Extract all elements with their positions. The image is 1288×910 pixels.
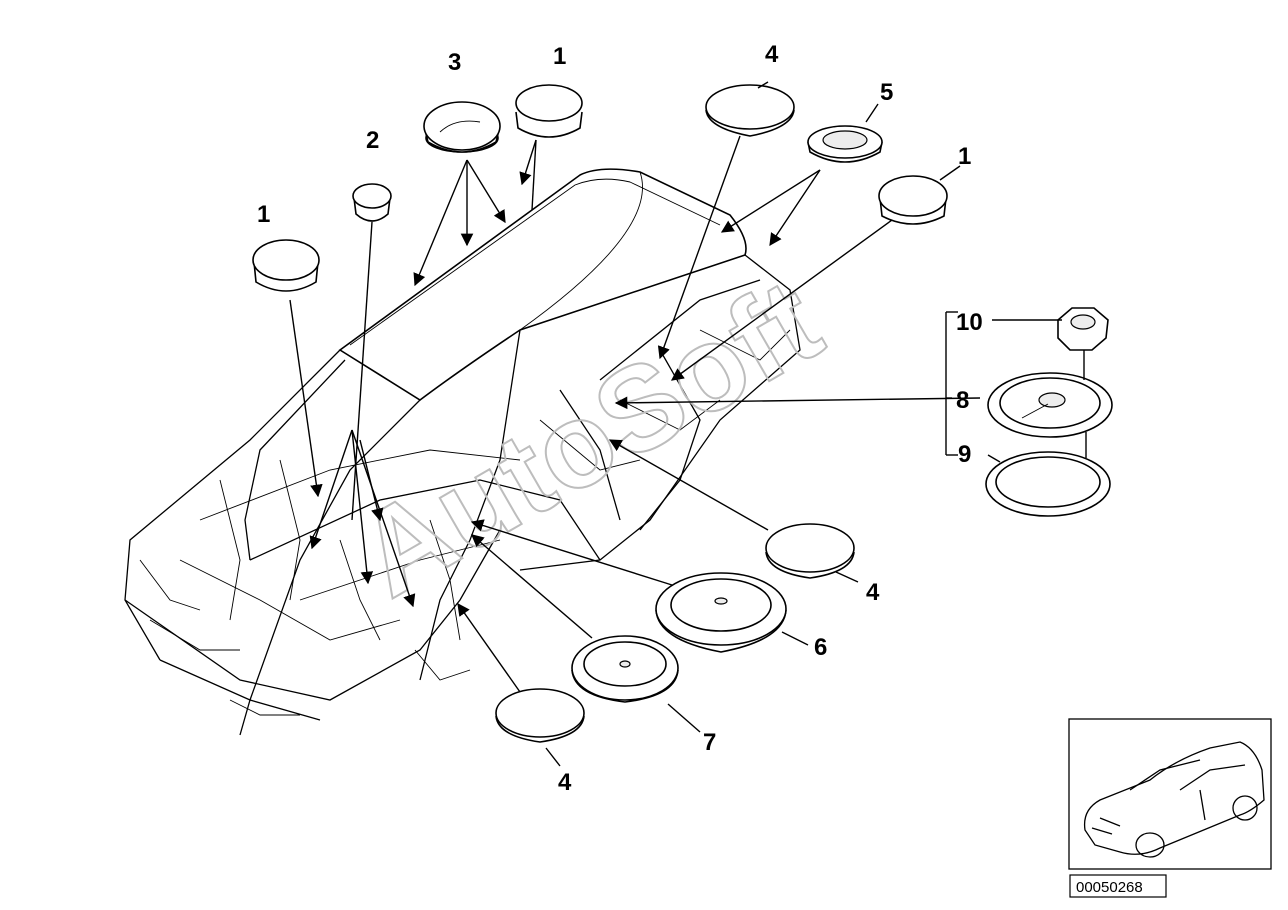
- callout-4-top: 4: [765, 41, 779, 68]
- part-1-plug-left: [252, 239, 320, 292]
- part-8-cover-disc: [987, 372, 1113, 438]
- part-10-hex-nut: [1057, 307, 1109, 351]
- callout-5: 5: [880, 79, 893, 106]
- part-4-cap-bottom: [495, 688, 585, 743]
- part-1-plug-top: [515, 84, 583, 138]
- part-4-cap-mid: [765, 523, 855, 579]
- part-5-grommet: [807, 125, 883, 163]
- floor-pan: [249, 479, 601, 561]
- callout-1-top: 1: [553, 43, 566, 70]
- vehicle-body-illustration: [124, 168, 801, 736]
- part-1-plug-right: [878, 175, 948, 225]
- callout-4-mid: 4: [866, 579, 880, 606]
- part-6-large-cover: [655, 572, 787, 653]
- part-9-gasket-ring: [985, 451, 1111, 517]
- roof-panel: [338, 168, 747, 401]
- callout-1-right: 1: [958, 143, 971, 170]
- callout-labels: 3 1 4 5 2 1 1 10 8 9 4 6 7 4: [257, 41, 983, 796]
- part-3-plug: [423, 101, 501, 153]
- part-4-cap-top: [705, 84, 795, 137]
- callout-10: 10: [956, 309, 983, 336]
- part-2-plug-small: [352, 183, 392, 222]
- part-7-flat-cover: [571, 635, 679, 703]
- callout-6: 6: [814, 634, 827, 661]
- callout-9: 9: [958, 441, 971, 468]
- left-a-pillar: [124, 349, 341, 661]
- callout-3: 3: [448, 49, 461, 76]
- doc-number-box: 00050268: [1069, 874, 1167, 898]
- leader-lines: [289, 81, 1087, 767]
- callout-2: 2: [366, 127, 379, 154]
- right-b-pillar: [419, 329, 521, 681]
- callout-4-bottom: 4: [558, 769, 572, 796]
- callout-8: 8: [956, 387, 969, 414]
- callout-1-left: 1: [257, 201, 270, 228]
- callout-7: 7: [703, 729, 716, 756]
- doc-number: 00050268: [1076, 879, 1143, 896]
- vehicle-thumbnail: [1068, 718, 1272, 870]
